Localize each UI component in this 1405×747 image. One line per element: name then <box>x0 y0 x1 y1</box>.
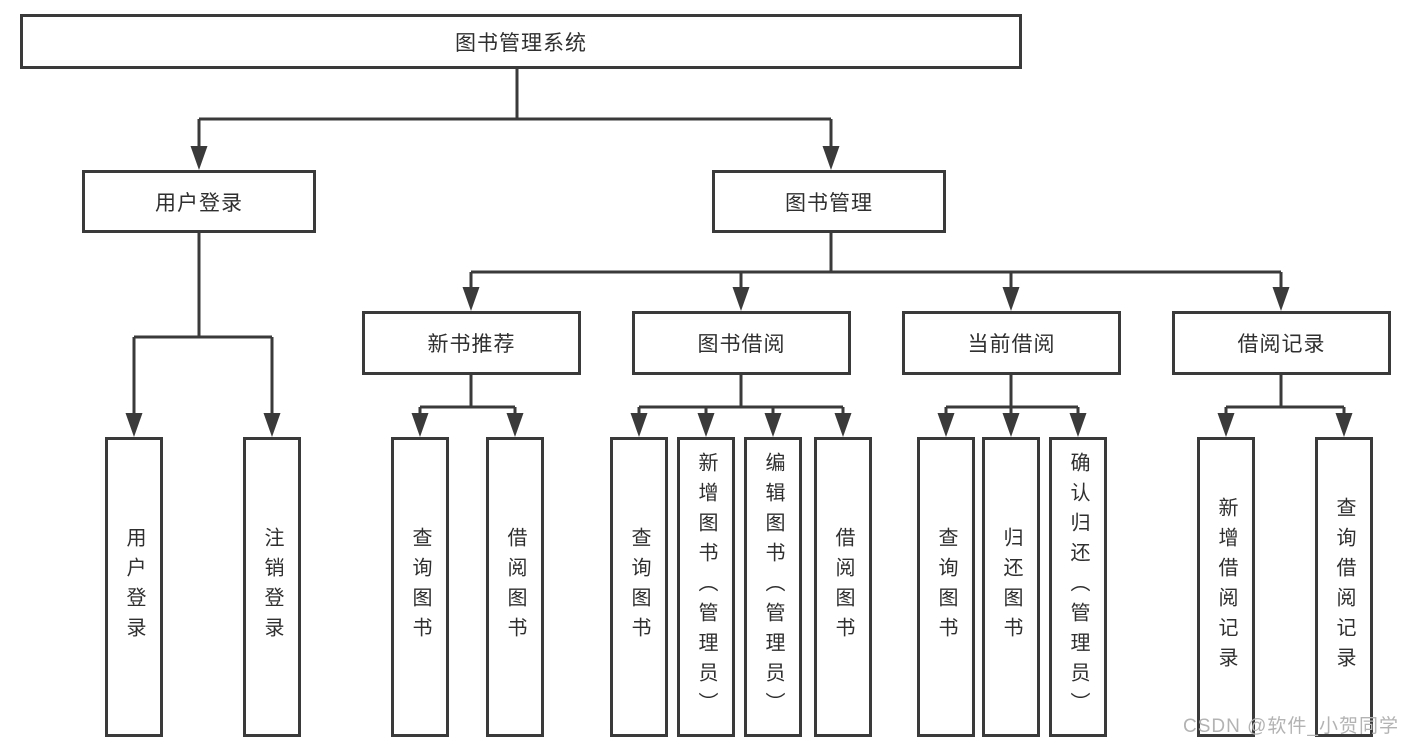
arrowhead-icon <box>506 413 524 437</box>
leaf-query-books-borrowing: 查询图书 <box>610 437 668 737</box>
arrowhead-icon <box>411 413 429 437</box>
node-label: 图书管理系统 <box>455 31 587 55</box>
node-book-borrowing: 图书借阅 <box>632 311 851 375</box>
node-label: 查询借阅记录 <box>1333 497 1355 677</box>
arrowhead-icon <box>190 146 208 170</box>
node-label: 当前借阅 <box>967 333 1056 356</box>
arrowhead-icon <box>263 413 281 437</box>
arrowhead-icon <box>1272 287 1290 311</box>
leaf-query-books-current: 查询图书 <box>917 437 975 737</box>
node-label: 用户登录 <box>123 527 145 647</box>
node-new-book-recommendation: 新书推荐 <box>362 311 581 375</box>
node-book-management: 图书管理 <box>712 170 946 233</box>
arrowhead-icon <box>462 287 480 311</box>
arrowhead-icon <box>822 146 840 170</box>
leaf-return-books: 归还图书 <box>982 437 1040 737</box>
arrowheads <box>125 146 1353 437</box>
node-label: 借阅图书 <box>504 527 526 647</box>
leaf-query-borrow-record: 查询借阅记录 <box>1315 437 1373 737</box>
node-label: 用户登录 <box>155 191 243 215</box>
node-current-borrowing: 当前借阅 <box>902 311 1121 375</box>
leaf-logout-login: 注销登录 <box>243 437 301 737</box>
node-label: 新增借阅记录 <box>1215 497 1237 677</box>
node-label: 图书借阅 <box>697 333 786 356</box>
arrowhead-icon <box>125 413 143 437</box>
node-user-login: 用户登录 <box>82 170 316 233</box>
arrowhead-icon <box>697 413 715 437</box>
arrowhead-icon <box>937 413 955 437</box>
node-label: 新书推荐 <box>427 333 516 356</box>
node-label: 新增图书（管理员） <box>695 452 717 722</box>
leaf-query-books-recommend: 查询图书 <box>391 437 449 737</box>
node-label: 图书管理 <box>785 191 873 215</box>
arrowhead-icon <box>1335 413 1353 437</box>
watermark: CSDN @软件_小贺同学 <box>1183 716 1399 737</box>
leaf-borrow-books-borrowing: 借阅图书 <box>814 437 872 737</box>
arrowhead-icon <box>630 413 648 437</box>
arrowhead-icon <box>764 413 782 437</box>
node-label: 借阅记录 <box>1237 333 1326 356</box>
leaf-add-borrow-record: 新增借阅记录 <box>1197 437 1255 737</box>
arrowhead-icon <box>1069 413 1087 437</box>
node-borrowing-records: 借阅记录 <box>1172 311 1391 375</box>
node-label: 借阅图书 <box>832 527 854 647</box>
node-label: 查询图书 <box>935 527 957 647</box>
node-label: 查询图书 <box>628 527 650 647</box>
node-label: 归还图书 <box>1000 527 1022 647</box>
arrowhead-icon <box>834 413 852 437</box>
leaf-confirm-return-admin: 确认归还（管理员） <box>1049 437 1107 737</box>
arrowhead-icon <box>1002 287 1020 311</box>
arrowhead-icon <box>1217 413 1235 437</box>
node-library-system: 图书管理系统 <box>20 14 1022 69</box>
arrowhead-icon <box>1002 413 1020 437</box>
leaf-edit-books-admin: 编辑图书（管理员） <box>744 437 802 737</box>
node-label: 查询图书 <box>409 527 431 647</box>
arrowhead-icon <box>732 287 750 311</box>
leaf-add-books-admin: 新增图书（管理员） <box>677 437 735 737</box>
node-label: 注销登录 <box>261 527 283 647</box>
leaf-user-login: 用户登录 <box>105 437 163 737</box>
leaf-borrow-books-recommend: 借阅图书 <box>486 437 544 737</box>
node-label: 确认归还（管理员） <box>1067 452 1089 722</box>
node-label: 编辑图书（管理员） <box>762 452 784 722</box>
tree-edges <box>132 69 1346 417</box>
